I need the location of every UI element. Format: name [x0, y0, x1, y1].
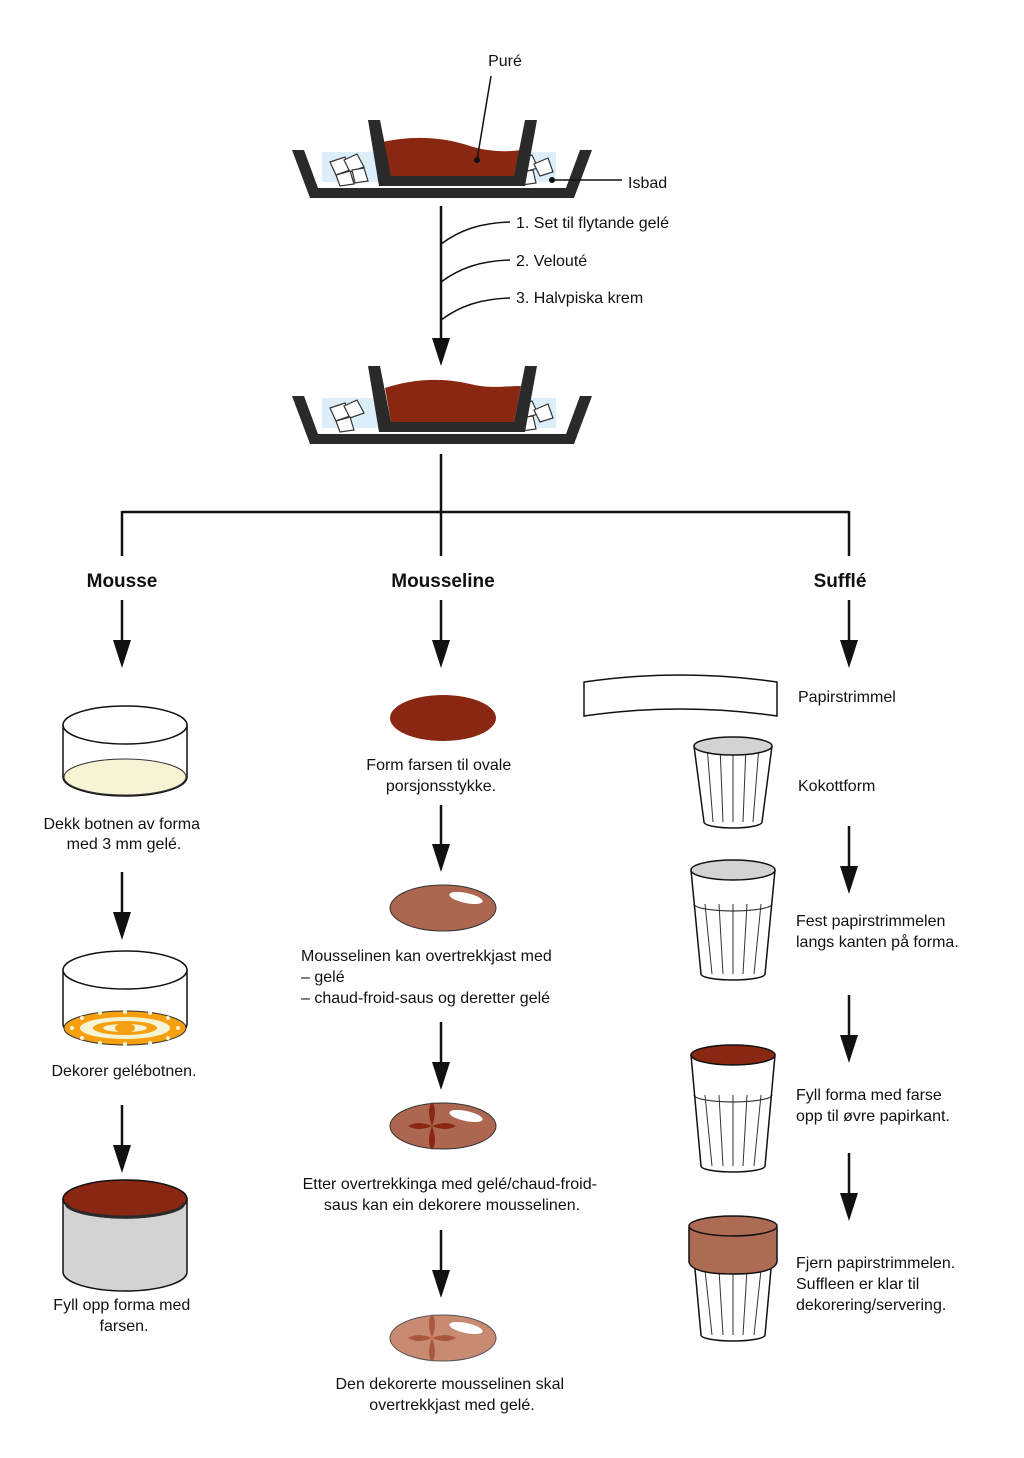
arrow: [432, 805, 450, 872]
arrow: [113, 600, 131, 668]
icebath-label: Isbad: [628, 175, 667, 192]
arrow: [432, 1022, 450, 1090]
step-2-label: 2. Velouté: [516, 253, 587, 270]
mousse-mold-filled: [62, 1179, 188, 1292]
heading-mousseline: Mousseline: [391, 571, 494, 592]
mousseline-step-2-text: Mousselinen kan overtrekkjast med – gelé…: [301, 948, 556, 1007]
souffle-step-2-text: Kokottform: [798, 778, 875, 795]
branch-connector: [120, 454, 851, 556]
mousseline-step-3-text: Etter overtrekkinga med gelé/chaud-froid…: [303, 1176, 602, 1214]
paper-strip: [583, 674, 778, 717]
heading-souffle: Sufflé: [814, 571, 867, 592]
arrow: [113, 872, 131, 940]
arrow: [840, 600, 858, 668]
ice-bath-mixed: [292, 366, 592, 444]
mousseline-oval-glazed: [389, 884, 497, 932]
deco-center: [115, 1023, 135, 1033]
arrow: [840, 826, 858, 894]
souffle-step-4-text: Fyll forma med farse opp til øvre papirk…: [796, 1087, 950, 1125]
mousseline-step-1-text: Form farsen til ovale porsjonsstykke.: [366, 757, 515, 795]
leaf-decoration: [408, 1102, 456, 1150]
arrow: [432, 600, 450, 668]
mousseline-oval-decorated: [389, 1102, 497, 1150]
mousse-step-1-text: Dekk botnen av forma med 3 mm gelé.: [44, 816, 205, 853]
deco-dots: [70, 1010, 180, 1046]
puree-fill: [383, 137, 522, 176]
mousse-step-2-text: Dekorer gelébotnen.: [52, 1063, 197, 1080]
ramekin-with-strip: [690, 859, 776, 981]
step-3-label: 3. Halvpiska krem: [516, 290, 643, 307]
ramekin-empty: [693, 736, 773, 829]
arrow: [113, 1105, 131, 1173]
mousse-step-3-text: Fyll opp forma med farsen.: [53, 1297, 194, 1335]
mousseline-oval-final: [389, 1314, 497, 1362]
heading-mousse: Mousse: [87, 571, 158, 592]
risen-souffle: [688, 1227, 778, 1275]
arrow: [432, 1230, 450, 1298]
mousseline-step-4-text: Den dekorerte mousselinen skal overtrekk…: [335, 1376, 568, 1414]
souffle-step-5-text: Fjern papirstrimmelen. Suffleen er klar …: [796, 1255, 960, 1314]
ice-bath-with-puree: [292, 120, 592, 198]
inner-bowl: [368, 120, 537, 186]
mousse-mold-decorated: [62, 950, 188, 1046]
mousse-mold-gel: [62, 705, 188, 797]
ramekin-filled: [690, 1044, 776, 1173]
puree-pointer: [476, 75, 492, 161]
souffle-step-3-text: Fest papirstrimmelen langs kanten på for…: [796, 913, 959, 951]
outer-tray: [292, 150, 592, 198]
ramekin-souffle-risen: [688, 1215, 778, 1342]
mousseline-oval-raw: [390, 695, 496, 741]
puree-label: Puré: [488, 53, 522, 70]
souffle-step-1-text: Papirstrimmel: [798, 689, 896, 706]
arrow: [840, 995, 858, 1063]
step-1-label: 1. Set til flytande gelé: [516, 215, 669, 232]
arrow: [840, 1153, 858, 1221]
